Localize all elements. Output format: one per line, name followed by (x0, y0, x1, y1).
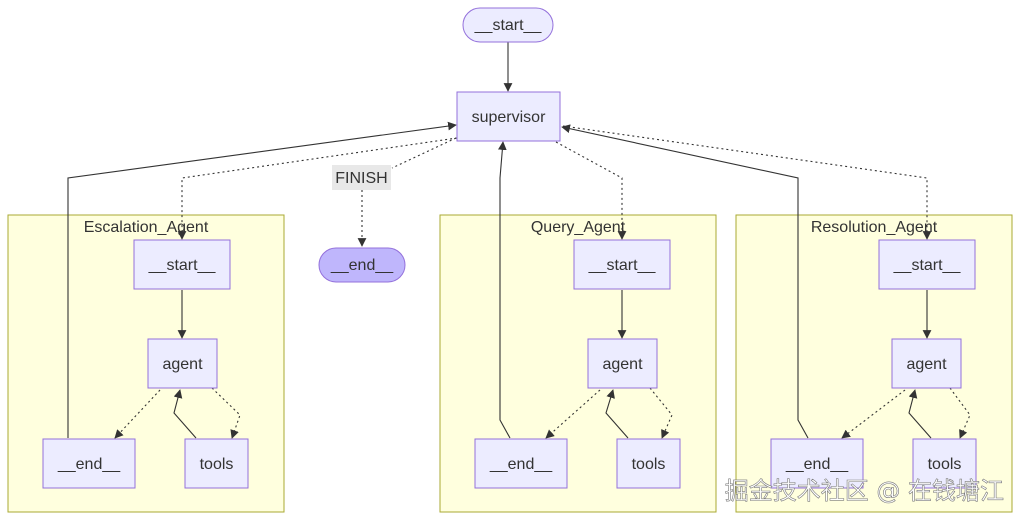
node-shape[interactable] (878, 239, 976, 290)
edge-escalation-end-to-supervisor (67, 121, 457, 438)
node-label: __end__ (785, 456, 849, 473)
node-label: agent (602, 356, 643, 373)
node-label: __end__ (57, 456, 121, 473)
edge-resolution-agent-to-tools (949, 387, 971, 439)
escalation-start-node[interactable]: __start__ (133, 239, 231, 290)
node-shape[interactable] (912, 438, 977, 489)
edge-resolution-end-to-supervisor (561, 124, 809, 439)
node-shape[interactable] (770, 438, 864, 489)
resolution-end-node[interactable]: __end__ (770, 438, 864, 489)
node-label: tools (200, 456, 234, 473)
node-end[interactable]: __end__ (318, 247, 406, 283)
edge-query-agent-to-tools (649, 387, 673, 439)
cluster-title: Resolution_Agent (811, 219, 938, 236)
node-shape[interactable] (616, 438, 681, 489)
node-shape[interactable] (462, 7, 554, 43)
resolution-tools-node[interactable]: tools (912, 438, 977, 489)
node-shape[interactable] (318, 247, 406, 283)
edge-escalation-tools-to-agent (173, 389, 197, 439)
node-label: supervisor (472, 109, 546, 126)
node-label: __start__ (148, 257, 217, 274)
query-agent-node[interactable]: agent (587, 338, 658, 389)
node-shape[interactable] (573, 239, 671, 290)
escalation-end-node[interactable]: __end__ (42, 438, 136, 489)
node-shape[interactable] (474, 438, 568, 489)
node-shape[interactable] (147, 338, 218, 389)
edges (67, 42, 971, 439)
query-start-node[interactable]: __start__ (573, 239, 671, 290)
edge-escalation-agent-to-end (114, 389, 161, 439)
node-shape[interactable] (456, 91, 561, 142)
resolution-start-node[interactable]: __start__ (878, 239, 976, 290)
node-label: __end__ (489, 456, 553, 473)
edge-resolution-tools-to-agent (908, 389, 932, 439)
node-shape[interactable] (42, 438, 136, 489)
resolution-agent-node[interactable]: agent (891, 338, 962, 389)
node-label: tools (632, 456, 666, 473)
watermark-text: 掘金技术社区 @ 在钱塘江 (725, 477, 1004, 505)
cluster-title: Query_Agent (531, 219, 626, 236)
node-label: __start__ (893, 257, 962, 274)
node-label: tools (928, 456, 962, 473)
edge-query-tools-to-agent (605, 389, 629, 439)
edge-label-finish: FINISH (332, 165, 391, 190)
node-label: agent (162, 356, 203, 373)
node-label: __end__ (330, 257, 394, 274)
edge-label-background (332, 165, 391, 190)
query-end-node[interactable]: __end__ (474, 438, 568, 489)
edge-escalation-agent-to-tools (211, 387, 241, 439)
node-label: __start__ (588, 257, 657, 274)
query-tools-node[interactable]: tools (616, 438, 681, 489)
escalation-agent-node[interactable]: agent (147, 338, 218, 389)
edge-query-agent-to-end (545, 389, 601, 439)
edge-supervisor-to-end (362, 137, 457, 246)
node-start[interactable]: __start__ (462, 7, 554, 43)
node-shape[interactable] (184, 438, 249, 489)
edge-label-text: FINISH (335, 170, 387, 187)
node-shape[interactable] (891, 338, 962, 389)
edge-query-end-to-supervisor (497, 141, 511, 439)
node-supervisor[interactable]: supervisor (456, 91, 561, 142)
edge-resolution-agent-to-end (841, 389, 906, 439)
node-label: agent (906, 356, 947, 373)
node-shape[interactable] (133, 239, 231, 290)
escalation-tools-node[interactable]: tools (184, 438, 249, 489)
node-shape[interactable] (587, 338, 658, 389)
node-label: __start__ (474, 17, 543, 34)
cluster-title: Escalation_Agent (84, 219, 209, 236)
edge-supervisor-to-query-start (555, 141, 627, 240)
